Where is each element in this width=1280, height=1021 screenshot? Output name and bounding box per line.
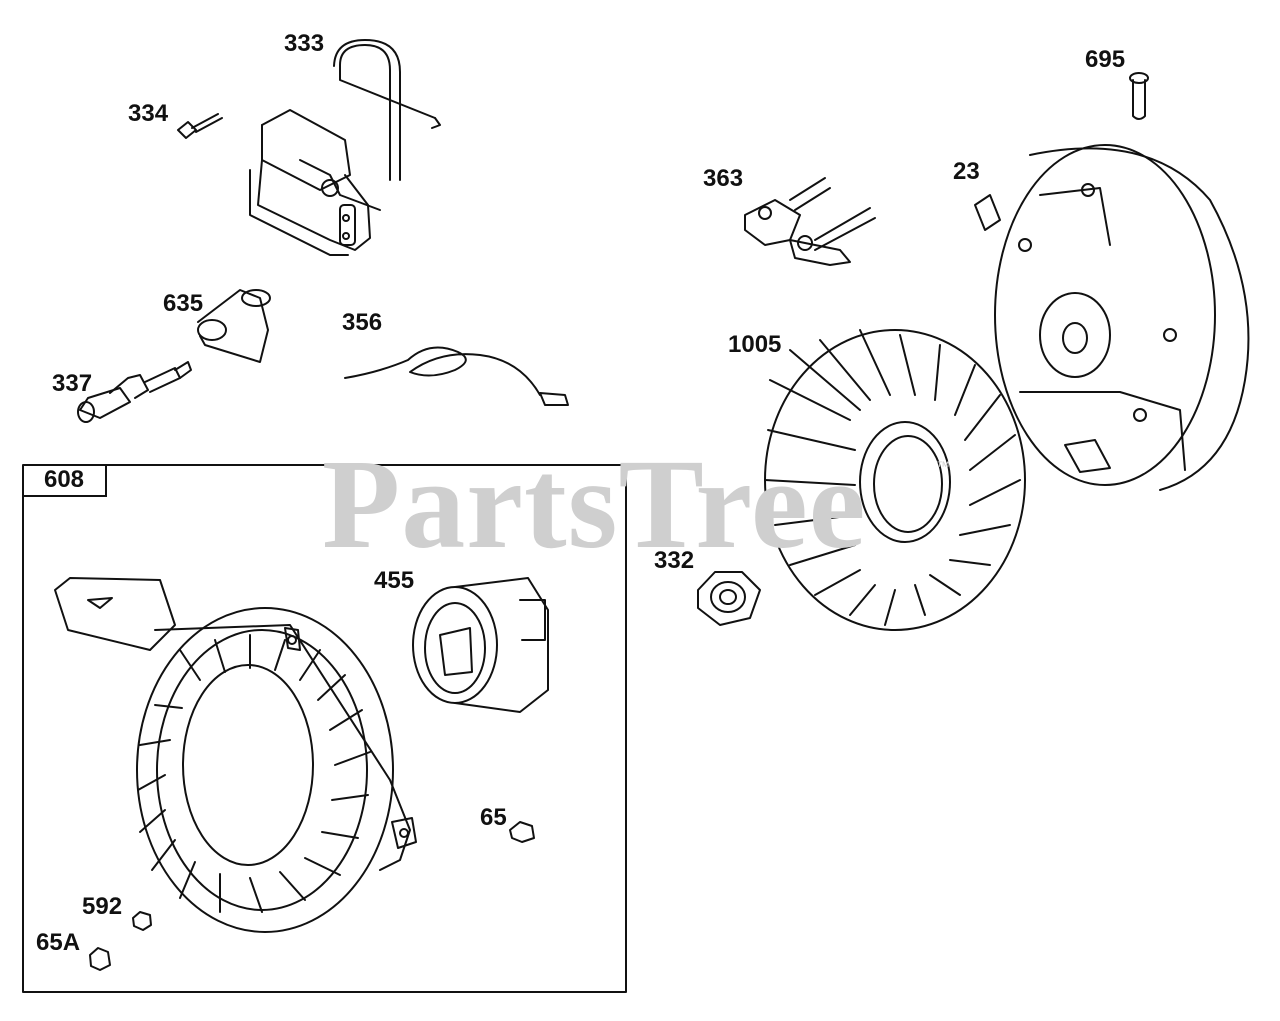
part-label-455[interactable]: 455: [374, 567, 415, 594]
assembly-box-label: 608: [23, 465, 107, 497]
fan-drawing: [764, 329, 1026, 631]
spark-plug-boot-drawing: [197, 289, 271, 363]
ignition-coil-drawing: [249, 39, 441, 256]
coil-screw-drawing: [177, 113, 223, 139]
nut-drawing: [132, 911, 152, 931]
part-label-592[interactable]: 592: [82, 893, 123, 920]
spark-plug-drawing: [77, 361, 192, 423]
screw-a-drawing: [89, 947, 111, 971]
part-label-334[interactable]: 334: [128, 100, 169, 127]
flywheel-key-drawing: [1129, 72, 1149, 120]
rewind-starter-drawing: [54, 577, 417, 933]
flywheel-nut-drawing: [697, 571, 761, 626]
part-label-23[interactable]: 23: [953, 158, 980, 185]
ground-wire-drawing: [344, 346, 569, 406]
starter-cup-drawing: [412, 577, 549, 713]
part-label-65[interactable]: 65: [480, 804, 507, 831]
part-label-635[interactable]: 635: [163, 290, 204, 317]
watermark-trademark: ™: [936, 458, 950, 474]
part-label-65a[interactable]: 65A: [36, 929, 81, 956]
part-label-1005[interactable]: 1005: [728, 331, 782, 358]
assembly-box: [22, 464, 627, 993]
part-label-333[interactable]: 333: [284, 30, 325, 57]
armature-mount-drawing: [744, 177, 876, 266]
part-label-356[interactable]: 356: [342, 309, 383, 336]
part-label-337[interactable]: 337: [52, 370, 93, 397]
flywheel-drawing: [974, 144, 1250, 491]
part-label-363[interactable]: 363: [703, 165, 744, 192]
screw-drawing: [509, 821, 535, 843]
part-label-332[interactable]: 332: [654, 547, 695, 574]
part-label-695[interactable]: 695: [1085, 46, 1126, 73]
watermark: PartsTree: [322, 433, 867, 575]
